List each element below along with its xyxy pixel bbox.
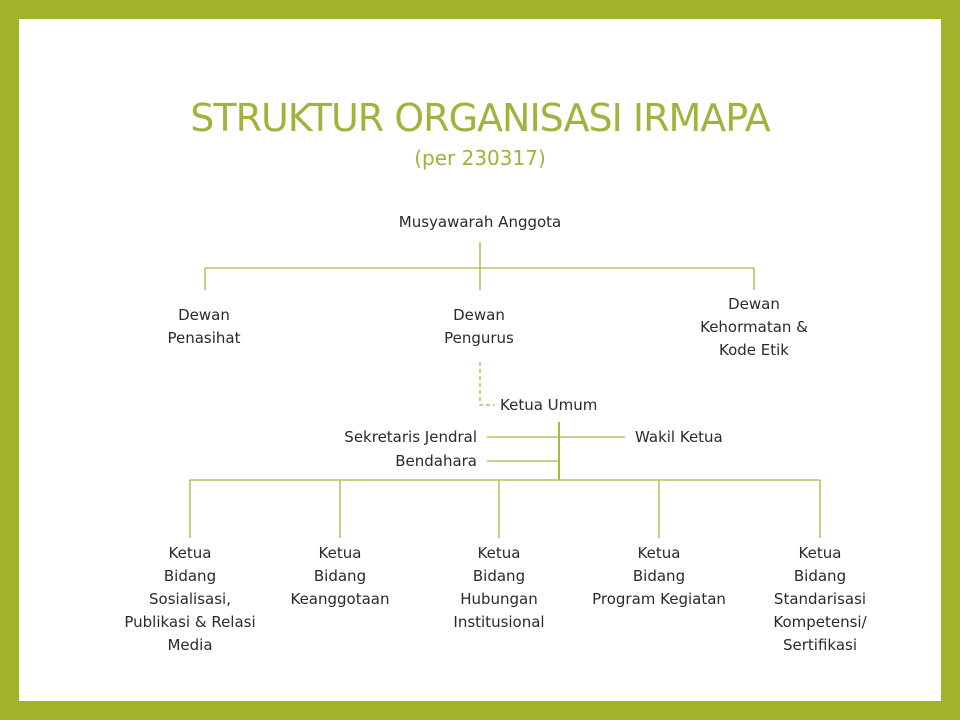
- node-bidang-standarisasi: Ketua Bidang Standarisasi Kompetensi/ Se…: [773, 544, 867, 654]
- node-musyawarah-anggota: Musyawarah Anggota: [398, 213, 562, 231]
- node-bendahara: Bendahara: [395, 452, 477, 470]
- page-subtitle: (per 230317): [414, 146, 546, 170]
- node-sekretaris-jendral: Sekretaris Jendral: [344, 428, 477, 446]
- node-bidang-keanggotaan: Ketua Bidang Keanggotaan: [290, 544, 390, 608]
- node-bidang-hubungan: Ketua Bidang Hubungan Institusional: [453, 544, 545, 631]
- dashed-connector: [479, 362, 495, 406]
- node-wakil-ketua: Wakil Ketua: [635, 428, 723, 446]
- node-dewan-penasihat: Dewan Penasihat: [167, 306, 241, 347]
- node-bidang-sosialisasi: Ketua Bidang Sosialisasi, Publikasi & Re…: [124, 544, 256, 654]
- page-title: STRUKTUR ORGANISASI IRMAPA: [190, 96, 771, 140]
- node-bidang-program: Ketua Bidang Program Kegiatan: [592, 544, 726, 608]
- node-ketua-umum: Ketua Umum: [500, 396, 598, 414]
- slide: [19, 19, 941, 701]
- node-dewan-pengurus: Dewan Pengurus: [444, 306, 514, 347]
- node-dewan-kehormatan: Dewan Kehormatan & Kode Etik: [700, 295, 808, 359]
